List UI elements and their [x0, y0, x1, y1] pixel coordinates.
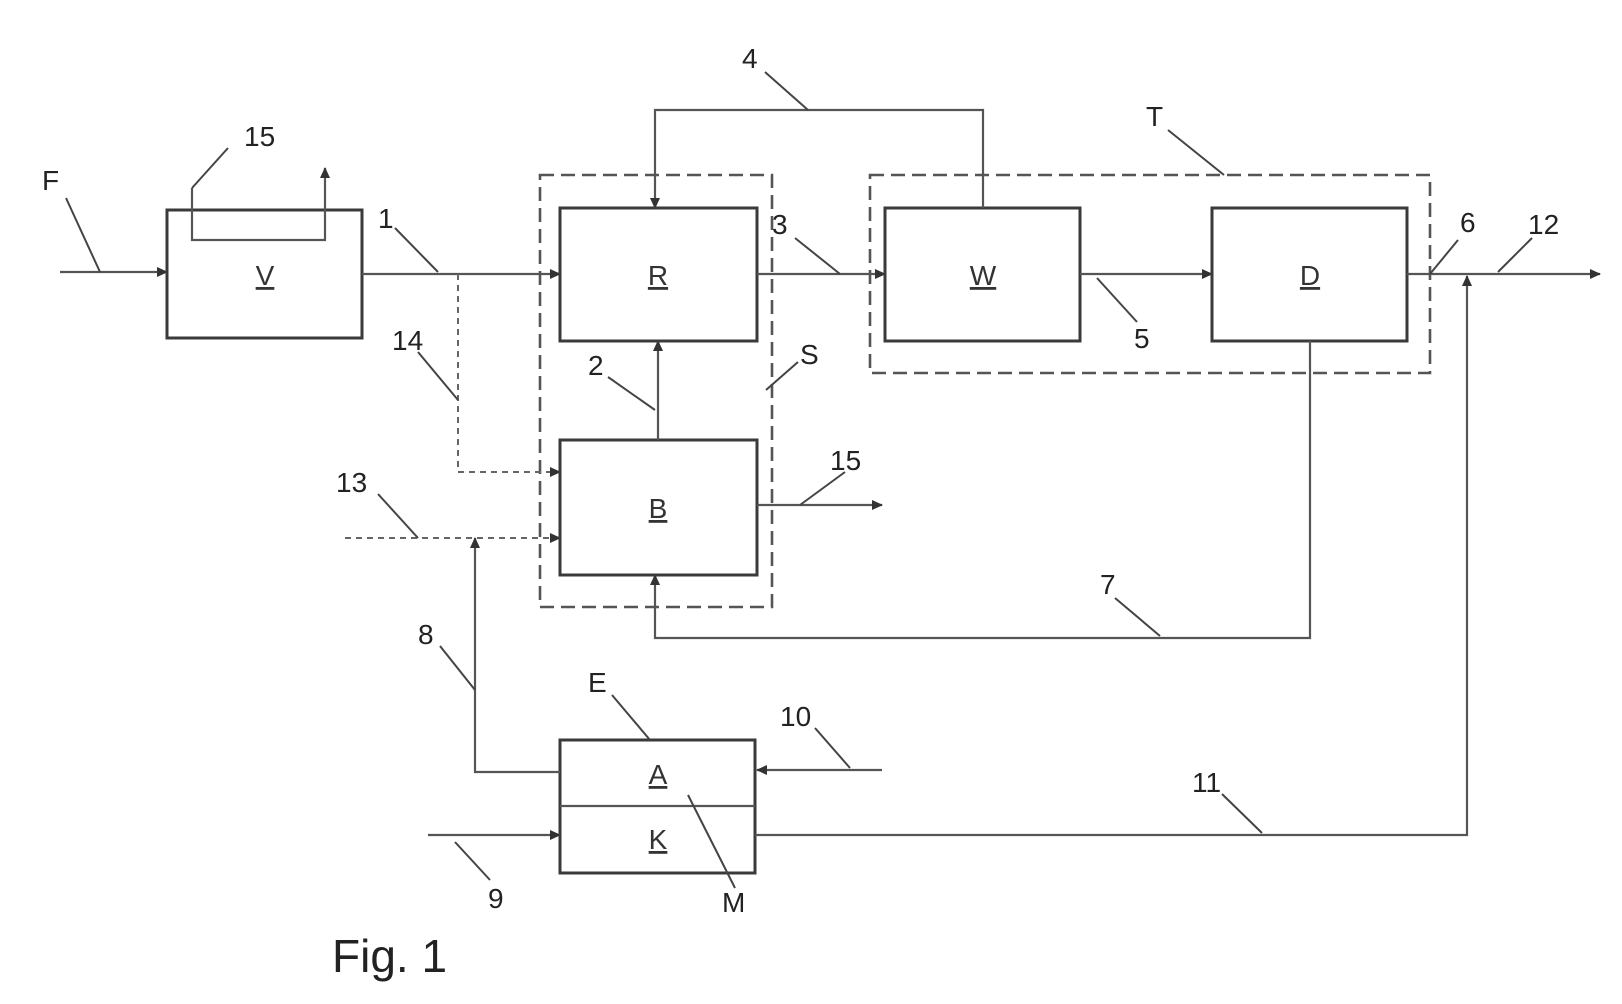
figure-caption: Fig. 1 [332, 930, 447, 982]
leader-8 [440, 646, 475, 690]
label-10: 10 [780, 701, 811, 732]
leader-4 [765, 72, 808, 110]
leader-2 [608, 377, 655, 410]
label-t: T [1146, 101, 1163, 132]
label-1: 1 [378, 203, 394, 234]
block-r-label: R [648, 260, 668, 291]
leader-12 [1498, 238, 1532, 272]
leader-7 [1115, 598, 1160, 636]
leader-15b [800, 472, 845, 505]
stream-4 [655, 110, 983, 208]
label-f: F [42, 165, 59, 196]
stream-14 [458, 274, 560, 472]
leader-14 [418, 352, 458, 400]
block-w-label: W [970, 260, 997, 291]
label-5: 5 [1134, 323, 1150, 354]
leader-t [1168, 130, 1224, 175]
label-9: 9 [488, 883, 504, 914]
label-4: 4 [742, 43, 758, 74]
label-2: 2 [588, 350, 604, 381]
label-7: 7 [1100, 569, 1116, 600]
leader-e [612, 695, 650, 740]
leader-5 [1097, 278, 1137, 322]
stream-8 [475, 538, 560, 772]
label-14: 14 [392, 325, 423, 356]
label-15a: 15 [244, 121, 275, 152]
leader-f [66, 198, 100, 272]
block-v-label: V [256, 260, 275, 291]
leader-6 [1430, 240, 1458, 274]
block-a-label: A [649, 759, 668, 790]
leader-11 [1222, 794, 1262, 833]
leader-10 [815, 728, 850, 768]
stream-11 [755, 276, 1467, 835]
block-k-label: K [649, 824, 668, 855]
label-12: 12 [1528, 209, 1559, 240]
block-d-label: D [1300, 260, 1320, 291]
label-3: 3 [772, 209, 788, 240]
label-e: E [588, 667, 607, 698]
leader-15a [192, 148, 228, 188]
leader-3 [795, 238, 840, 274]
block-b-label: B [649, 493, 668, 524]
label-15b: 15 [830, 445, 861, 476]
label-m: M [722, 887, 745, 918]
label-8: 8 [418, 619, 434, 650]
label-s: S [800, 339, 819, 370]
leader-13 [378, 494, 418, 538]
leader-1 [395, 228, 438, 272]
label-6: 6 [1460, 207, 1476, 238]
label-13: 13 [336, 467, 367, 498]
leader-9 [455, 842, 490, 880]
label-11: 11 [1192, 767, 1221, 798]
